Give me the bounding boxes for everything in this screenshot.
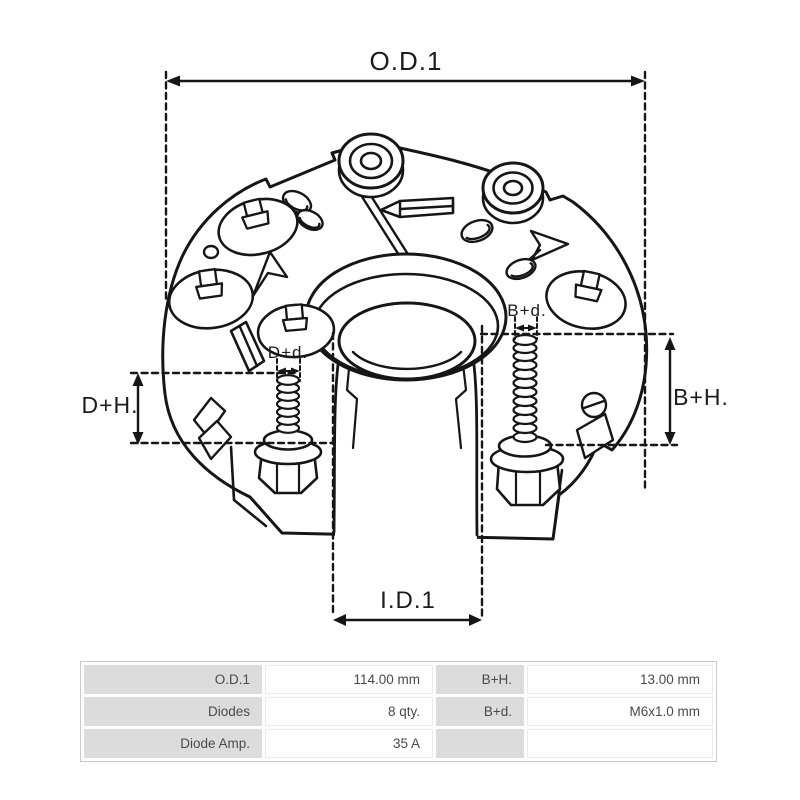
diode — [545, 269, 627, 330]
diode-rivets — [167, 197, 627, 359]
right-leg-assembly — [489, 333, 615, 517]
stamped-marks — [229, 196, 570, 373]
label-d-plus-h: D+H. — [81, 392, 138, 418]
terminal-left — [337, 132, 405, 199]
stud-right — [512, 333, 538, 444]
dim-inner-diameter — [331, 324, 484, 626]
diode — [217, 197, 299, 257]
left-leg-assembly — [229, 374, 323, 528]
spec-value: 114.00 mm — [265, 665, 433, 694]
spec-value: 35 A — [265, 729, 433, 758]
left-heatsink-lugs — [192, 396, 233, 461]
spec-value — [527, 729, 713, 758]
dimension-annotations — [129, 70, 679, 626]
spec-label: Diode Amp. — [84, 729, 262, 758]
stud-left — [275, 374, 301, 434]
spec-row: Diodes 8 qty. B+d. M6x1.0 mm — [84, 697, 713, 726]
plate-holes — [202, 189, 608, 419]
spec-value: 8 qty. — [265, 697, 433, 726]
spec-value: M6x1.0 mm — [527, 697, 713, 726]
spec-table: O.D.1 114.00 mm B+H. 13.00 mm Diodes 8 q… — [80, 661, 717, 762]
dim-d-plus-h — [129, 371, 335, 445]
spec-row: O.D.1 114.00 mm B+H. 13.00 mm — [84, 665, 713, 694]
spec-row: Diode Amp. 35 A — [84, 729, 713, 758]
spec-label: Diodes — [84, 697, 262, 726]
spec-label: O.D.1 — [84, 665, 262, 694]
spec-label: B+d. — [436, 697, 524, 726]
arrow-mark-left — [251, 250, 289, 298]
label-b-plus-h: B+H. — [673, 384, 729, 410]
dim-b-plus-d — [514, 316, 538, 340]
dim-outer-diameter — [164, 70, 647, 494]
diode — [256, 303, 336, 359]
terminal-right — [481, 161, 545, 225]
diode — [167, 268, 255, 330]
label-b-plus-d: B+d. — [507, 301, 546, 320]
dim-d-plus-d — [276, 358, 301, 382]
label-d-plus-d: D+d. — [268, 343, 308, 362]
spec-value: 13.00 mm — [527, 665, 713, 694]
label-outer-diameter: O.D.1 — [370, 46, 443, 76]
spec-label — [436, 729, 524, 758]
technical-drawing: O.D.1 I.D.1 D+H. B+H. D+d. B+d. — [81, 46, 729, 626]
label-inner-diameter: I.D.1 — [380, 587, 436, 614]
spec-label: B+H. — [436, 665, 524, 694]
center-bore — [304, 252, 508, 382]
terminal-bosses — [337, 132, 545, 225]
dim-b-plus-h — [479, 332, 679, 447]
